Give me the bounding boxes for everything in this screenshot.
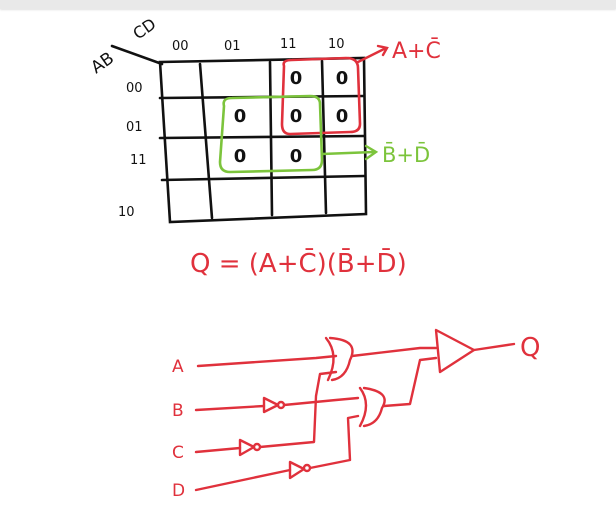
input-label-c: C	[172, 443, 184, 463]
kmap-zero-cell: 0	[336, 68, 349, 89]
red-group-outline	[280, 56, 362, 136]
not-gate-b	[262, 396, 280, 414]
kmap-col-header: 11	[280, 37, 297, 52]
kmap-zero-cell: 0	[290, 106, 303, 127]
output-label-q: Q	[520, 333, 540, 363]
kmap-zero-cell: 0	[336, 106, 349, 127]
kmap-row-header: 10	[118, 205, 135, 220]
input-label-b: B	[172, 401, 184, 421]
kmap-col-header: 01	[224, 39, 241, 54]
wire-c-out	[258, 370, 338, 449]
wire-b-out	[282, 396, 360, 407]
kmap-grid-line	[158, 134, 366, 140]
or-gate-2	[358, 386, 386, 428]
wire-d-out	[308, 414, 360, 470]
kmap-row-var-label: AB	[87, 48, 118, 78]
kmap-row-header: 00	[126, 81, 143, 96]
wire-c	[194, 446, 242, 454]
logic-circuit	[194, 328, 516, 492]
green-group-outline	[218, 94, 324, 174]
kmap-row-header: 11	[130, 153, 147, 168]
kmap-col-header: 00	[172, 39, 189, 54]
kmap-row-headers: 00 01 11 10	[118, 81, 147, 220]
or-gate-2-output	[382, 356, 438, 408]
input-label-d: D	[172, 481, 185, 501]
kmap-grid-line	[268, 60, 274, 217]
red-group-arrow	[356, 44, 389, 64]
kmap-col-header: 10	[328, 37, 345, 52]
kmap-row-header: 01	[126, 120, 143, 135]
or-gate-1-output	[350, 346, 438, 358]
top-bar	[0, 0, 616, 9]
not-gate-c	[238, 438, 256, 457]
simplified-equation: Q = (A+C̄)(B̄+D̄)	[190, 247, 407, 279]
green-group-term: B̄+D̄	[382, 142, 430, 167]
karnaugh-map	[110, 44, 368, 224]
kmap-zero-cell: 0	[290, 68, 303, 89]
kmap-zero-cell: 0	[234, 146, 247, 167]
input-label-a: A	[172, 357, 184, 377]
circuit-input-labels: A B C D	[172, 357, 185, 501]
kmap-col-headers: 00 01 11 10	[172, 37, 345, 54]
green-group-arrow	[320, 144, 379, 161]
and-gate	[434, 328, 476, 374]
not-gate-d	[288, 460, 306, 480]
wire-b	[194, 404, 266, 412]
kmap-grid-line	[160, 174, 366, 182]
output-wire	[472, 342, 516, 352]
kmap-col-var-label: CD	[129, 14, 159, 43]
kmap-zero-cells: 0 0 0 0 0 0 0	[234, 68, 349, 167]
kmap-corner-diagonal	[110, 44, 164, 66]
wire-a	[196, 354, 338, 368]
red-group-term: A+C̄	[392, 38, 441, 64]
kmap-grid-line	[198, 62, 214, 220]
or-gate-1	[324, 336, 354, 382]
wire-d	[194, 468, 292, 492]
kmap-zero-cell: 0	[234, 106, 247, 127]
kmap-zero-cell: 0	[290, 146, 303, 167]
